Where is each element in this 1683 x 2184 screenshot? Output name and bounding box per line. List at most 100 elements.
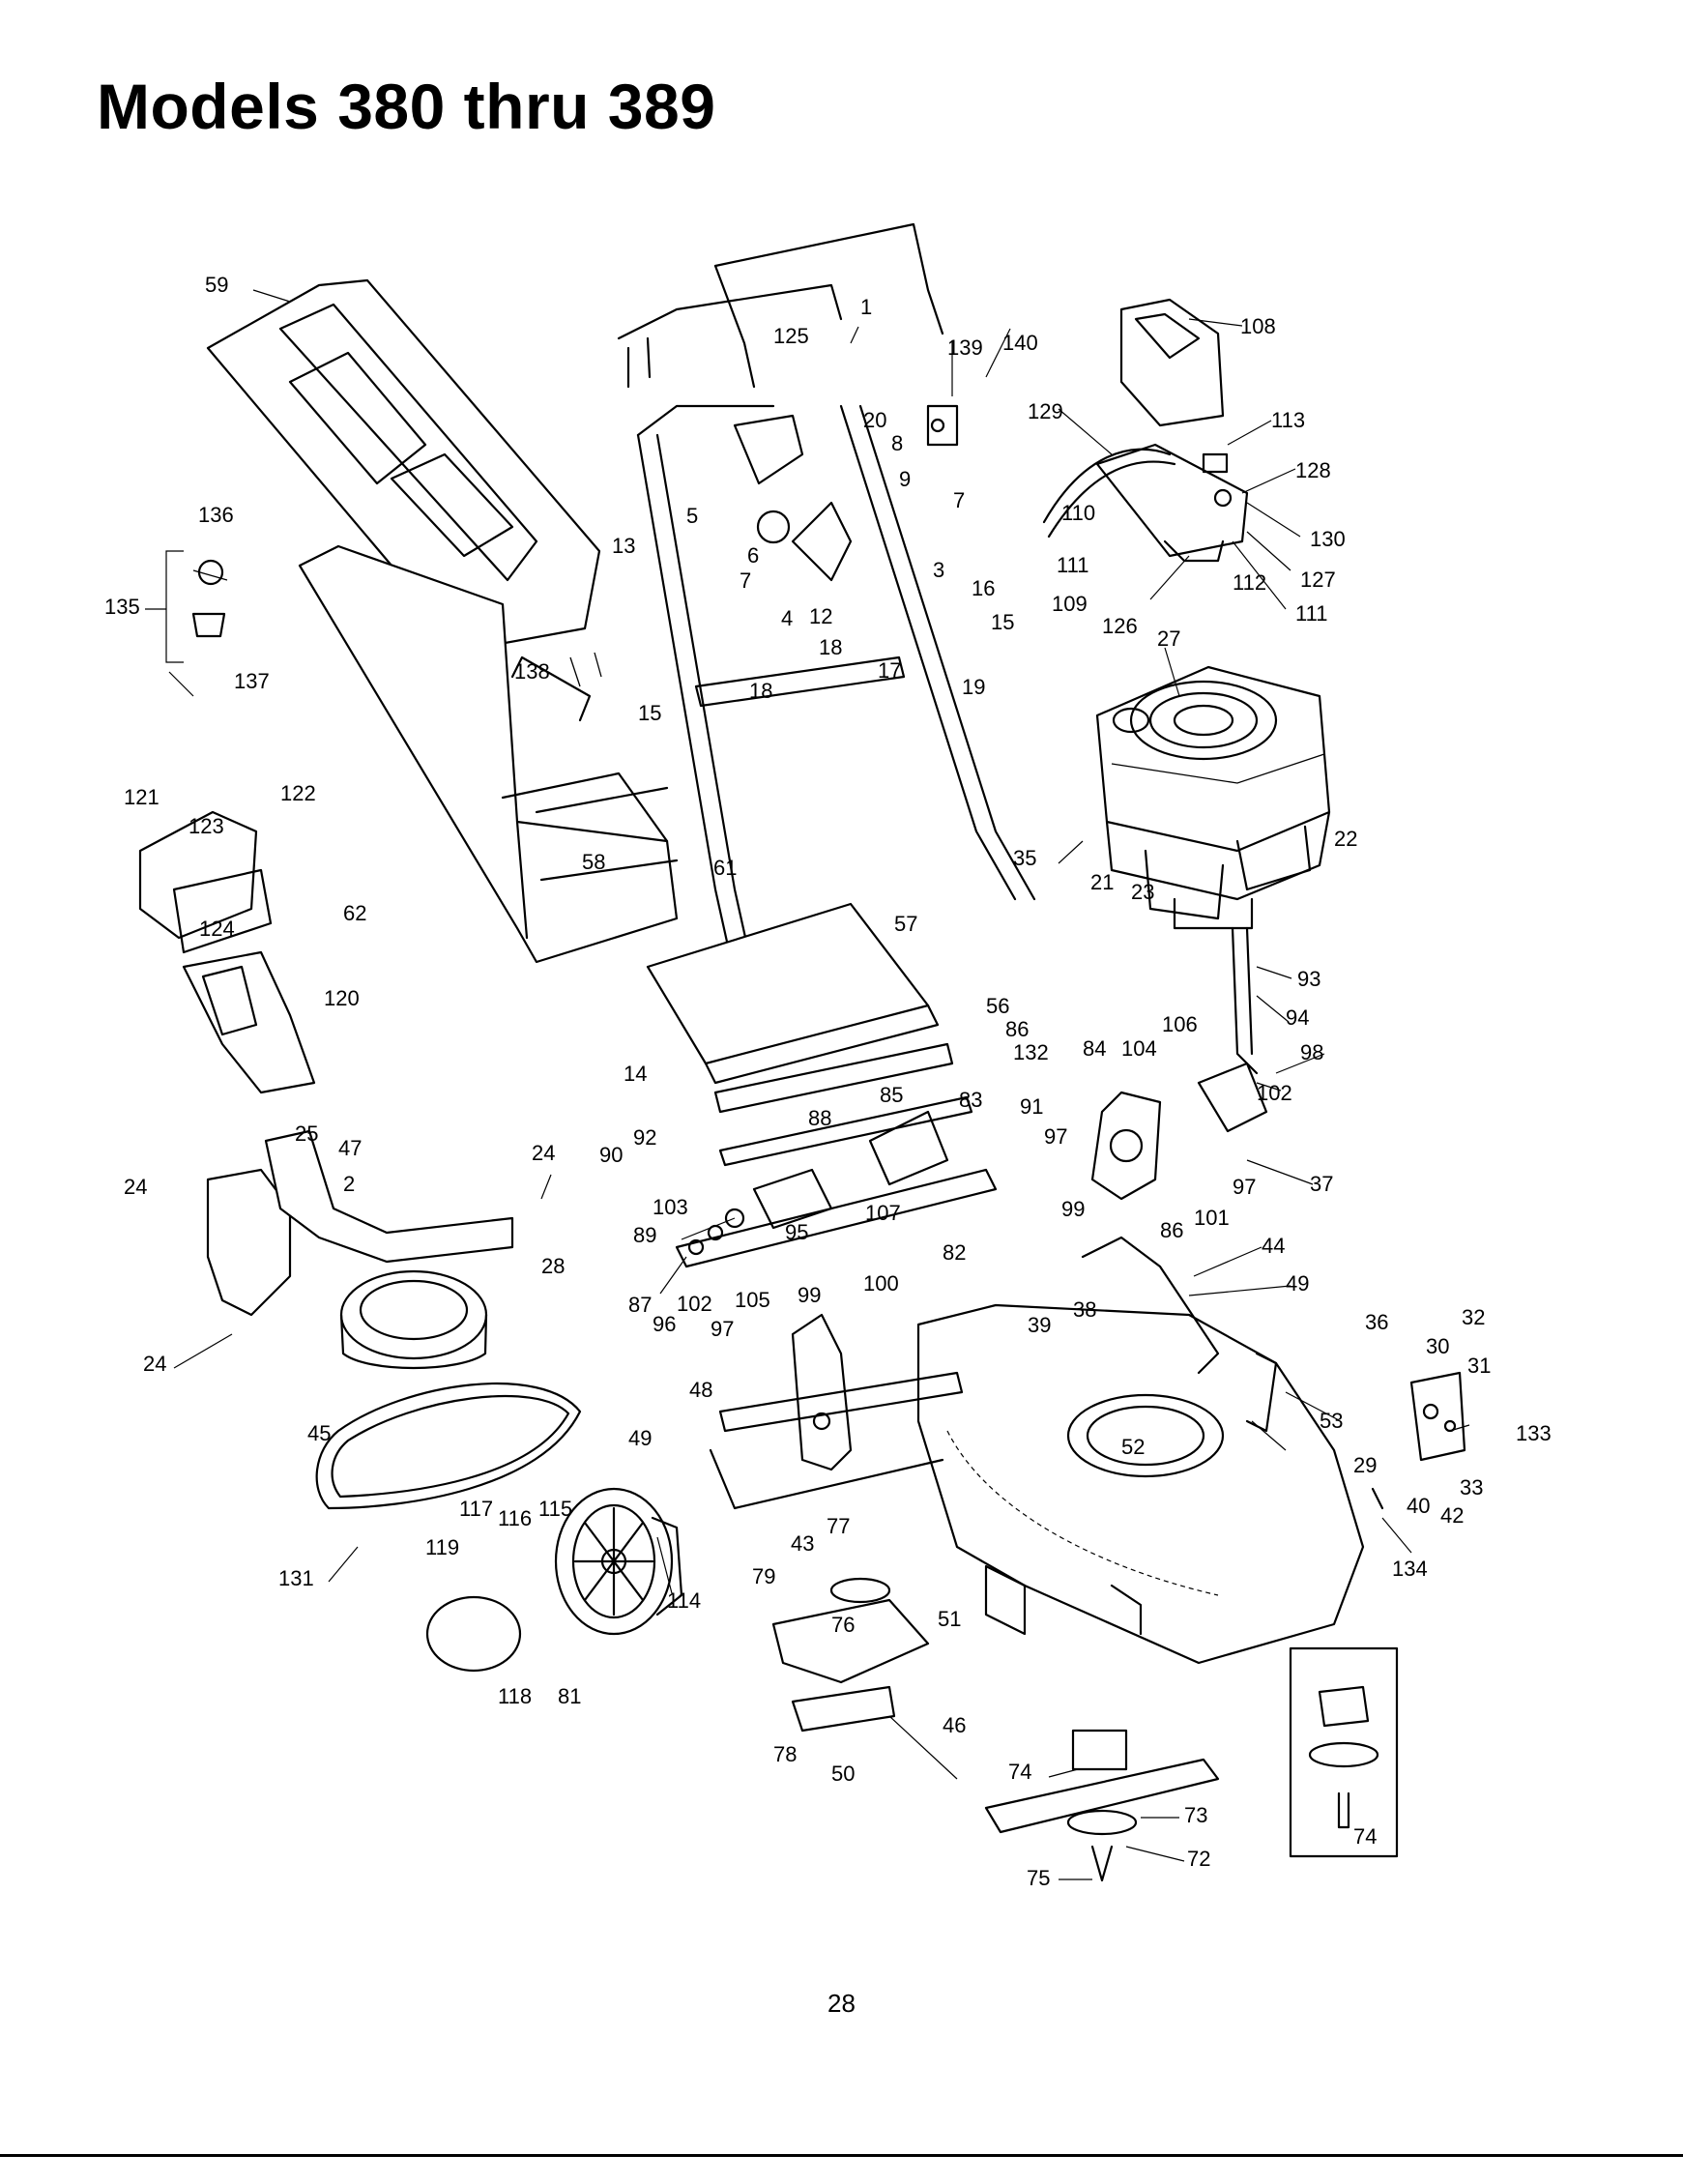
callout-134: 134 <box>1392 1557 1428 1581</box>
callout-35: 35 <box>1013 846 1036 870</box>
callout-62: 62 <box>343 901 366 925</box>
callout-58: 58 <box>582 850 605 874</box>
callout-106: 106 <box>1162 1012 1198 1036</box>
callout-39: 39 <box>1028 1313 1051 1337</box>
callout-111a: 111 <box>1057 553 1088 577</box>
callout-33: 33 <box>1460 1475 1483 1500</box>
callout-102b: 102 <box>677 1292 712 1316</box>
page-title: Models 380 thru 389 <box>97 71 716 142</box>
callout-50: 50 <box>831 1762 855 1786</box>
callout-15a: 15 <box>991 610 1014 634</box>
callout-8: 8 <box>891 431 903 455</box>
callout-121: 121 <box>124 785 160 809</box>
callout-113: 113 <box>1271 408 1305 432</box>
callout-97a: 97 <box>1044 1124 1067 1149</box>
mower-deck <box>916 1236 1365 1665</box>
callout-29: 29 <box>1353 1453 1377 1477</box>
engine <box>1095 665 1331 930</box>
callout-40: 40 <box>1407 1494 1430 1518</box>
callout-136: 136 <box>198 503 234 527</box>
side-chute <box>138 810 316 1094</box>
callout-24c: 24 <box>143 1352 166 1376</box>
callout-96: 96 <box>653 1312 676 1336</box>
callout-32: 32 <box>1462 1305 1485 1329</box>
callout-95: 95 <box>785 1220 808 1244</box>
callout-116: 116 <box>498 1506 532 1530</box>
callout-12: 12 <box>809 604 832 628</box>
callout-101: 101 <box>1194 1206 1230 1230</box>
callout-2: 2 <box>343 1172 355 1196</box>
callout-46: 46 <box>943 1713 966 1737</box>
grass-bag <box>298 544 679 964</box>
callout-56: 56 <box>986 994 1009 1018</box>
callout-120: 120 <box>324 986 360 1010</box>
callout-37: 37 <box>1310 1172 1333 1196</box>
callout-90: 90 <box>599 1143 623 1167</box>
callout-7b: 7 <box>740 568 751 593</box>
callout-112: 112 <box>1233 570 1266 595</box>
callout-17: 17 <box>878 658 901 683</box>
callout-107: 107 <box>865 1201 901 1225</box>
callout-85: 85 <box>880 1083 903 1107</box>
callout-30: 30 <box>1426 1334 1449 1358</box>
callout-138: 138 <box>514 659 550 684</box>
callout-15b: 15 <box>638 701 661 725</box>
callout-139: 139 <box>947 335 983 360</box>
callout-97c: 97 <box>711 1317 734 1341</box>
callout-75: 75 <box>1027 1866 1050 1890</box>
page-number: 28 <box>827 1989 856 2018</box>
callout-102a: 102 <box>1257 1081 1292 1105</box>
callout-27: 27 <box>1157 626 1180 651</box>
discharge-chute-assembly <box>1042 298 1249 563</box>
callout-91: 91 <box>1020 1094 1043 1119</box>
callout-19: 19 <box>962 675 985 699</box>
callout-23: 23 <box>1131 880 1154 904</box>
callout-52: 52 <box>1121 1435 1145 1459</box>
bracket-135 <box>145 550 184 663</box>
callout-24a: 24 <box>532 1141 555 1165</box>
callout-18b: 18 <box>749 679 772 703</box>
callout-109: 109 <box>1052 592 1088 616</box>
callout-88a: 88 <box>808 1106 831 1130</box>
belt-guard <box>206 1129 514 1370</box>
callout-72: 72 <box>1187 1847 1210 1871</box>
callout-89: 89 <box>633 1223 656 1247</box>
height-adjuster <box>1371 1371 1466 1510</box>
callout-38: 38 <box>1073 1297 1096 1322</box>
callout-137: 137 <box>234 669 270 693</box>
drive-assembly <box>675 926 1268 1268</box>
callout-61: 61 <box>713 856 737 880</box>
callout-84: 84 <box>1083 1036 1106 1061</box>
callout-122: 122 <box>280 781 316 805</box>
callout-135: 135 <box>104 595 140 619</box>
callout-73: 73 <box>1184 1803 1207 1827</box>
callout-132: 132 <box>1013 1040 1049 1064</box>
callout-25: 25 <box>295 1121 318 1146</box>
callout-77: 77 <box>827 1514 850 1538</box>
callout-22: 22 <box>1334 827 1357 851</box>
callout-125: 125 <box>773 324 809 348</box>
callout-140: 140 <box>1002 331 1038 355</box>
callout-9: 9 <box>899 467 911 491</box>
rear-axle-bracket <box>709 1313 964 1510</box>
callout-79: 79 <box>752 1564 775 1588</box>
callout-126: 126 <box>1102 614 1138 638</box>
callout-124: 124 <box>199 917 235 941</box>
callout-20: 20 <box>863 408 886 432</box>
rear-shield <box>646 902 973 1167</box>
callout-93: 93 <box>1297 967 1320 991</box>
callout-133: 133 <box>1516 1421 1552 1445</box>
callout-44: 44 <box>1262 1234 1285 1258</box>
callout-97b: 97 <box>1233 1175 1256 1199</box>
callout-98: 98 <box>1300 1040 1323 1064</box>
callout-74b: 74 <box>1353 1824 1377 1849</box>
callout-42: 42 <box>1440 1503 1464 1528</box>
callout-105: 105 <box>735 1288 770 1312</box>
callout-16: 16 <box>972 576 995 600</box>
callout-18a: 18 <box>819 635 842 659</box>
callout-114: 114 <box>667 1588 701 1613</box>
callout-130: 130 <box>1310 527 1346 551</box>
callout-4: 4 <box>781 606 793 630</box>
callout-21: 21 <box>1090 870 1114 894</box>
blade-assembly <box>771 1577 1220 1882</box>
